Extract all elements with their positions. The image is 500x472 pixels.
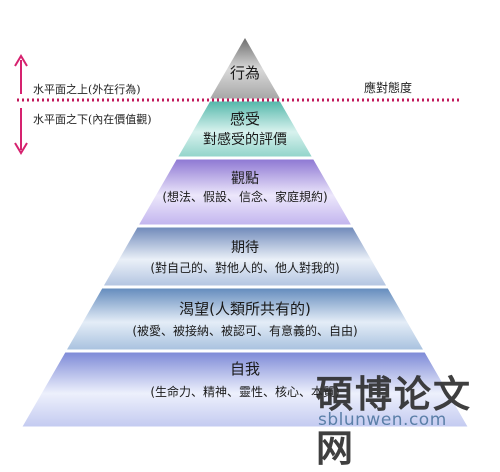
below-waterline-label: 水平面之下(內在價值觀) xyxy=(33,113,152,126)
level-perception-subtitle: (想法、假設、信念、家庭規約) xyxy=(162,190,328,204)
level-self-band xyxy=(17,349,473,430)
level-yearning-band xyxy=(61,285,429,353)
level-behavior-band xyxy=(209,38,281,100)
level-yearning-subtitle: (被愛、被接納、被認可、有意義的、自由) xyxy=(132,324,358,338)
pyramid-diagram: 行為 感受 對感受的評價 觀點 (想法、假設、信念、家庭規約) 期待 (對自己的… xyxy=(14,38,473,470)
level-perception-label: 觀點 xyxy=(231,171,259,187)
watermark-url: sblunwen.com xyxy=(318,410,447,430)
pyramid-graphic xyxy=(14,38,473,430)
level-feeling-subtitle: 對感受的評價 xyxy=(203,132,287,148)
level-behavior-label: 行為 xyxy=(229,64,260,82)
above-waterline-label: 水平面之上(外在行為) xyxy=(33,83,141,96)
level-feeling-label: 感受 xyxy=(229,110,260,128)
arrow-down-icon xyxy=(14,108,28,155)
arrow-up-icon xyxy=(14,54,28,94)
level-expectation-label: 期待 xyxy=(231,240,259,256)
coping-stance-label: 應對態度 xyxy=(364,81,413,95)
level-yearning-label: 渴望(人類所共有的) xyxy=(179,300,311,318)
level-self-subtitle: (生命力、精神、靈性、核心、本質) xyxy=(150,385,340,399)
level-expectation-subtitle: (對自己的、對他人的、他人對我的) xyxy=(150,261,340,275)
level-self-label: 自我 xyxy=(229,360,260,378)
